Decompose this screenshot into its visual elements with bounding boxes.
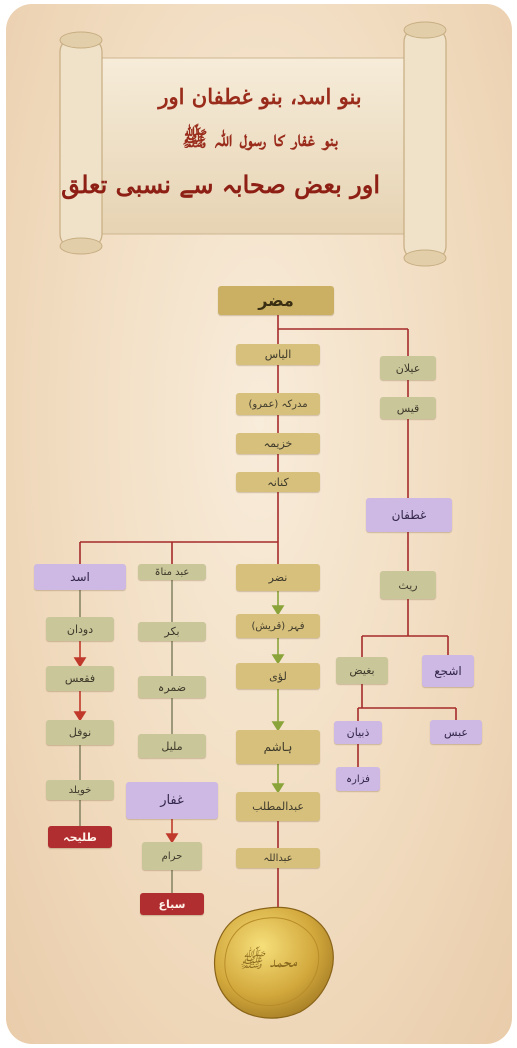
node-tulaiha: طلیحہ: [48, 826, 112, 848]
seal: [213, 906, 334, 1019]
node-rayth: ریث: [380, 571, 436, 599]
node-dhubyan: ذبیان: [334, 721, 382, 744]
node-abdullah: عبداللہ: [236, 848, 320, 868]
node-bakr: بکر: [138, 622, 206, 641]
title-line-1: بنو اسد، بنو غطفان اور: [158, 84, 362, 109]
node-abs: عبس: [430, 720, 482, 744]
node-nadr: نضر: [236, 564, 320, 591]
node-dudan: دودان: [46, 617, 114, 641]
node-fazara: فزارہ: [336, 767, 380, 791]
node-ilyas: الیاس: [236, 344, 320, 365]
node-luayy: لؤی: [236, 663, 320, 689]
node-asad: اسد: [34, 564, 126, 590]
node-ghatafan: غطفان: [366, 498, 452, 532]
title-scroll: [59, 21, 447, 267]
node-abdmanat: عبد مناۃ: [138, 564, 206, 580]
node-faqas: فقعس: [46, 666, 114, 691]
node-hashim: ہاشم: [236, 730, 320, 764]
node-aylan: عیلان: [380, 356, 436, 380]
node-damra: ضمرہ: [138, 676, 206, 698]
node-kinana: کنانہ: [236, 472, 320, 492]
node-mulail: ملیل: [138, 734, 206, 758]
node-mudrika: مدرکہ (عمرو): [236, 393, 320, 415]
node-mudar: مضر: [218, 286, 334, 315]
connector-lines: [79, 315, 457, 912]
title-line-3: اور بعض صحابہ سے نسبی تعلق: [61, 170, 380, 199]
node-ashja: اشجع: [422, 655, 474, 687]
node-qays: قیس: [380, 397, 436, 419]
node-khuzaima: خزیمہ: [236, 433, 320, 454]
seal-label: محمد ﷺ: [239, 948, 297, 972]
node-haram: حرام: [142, 842, 202, 870]
node-khuwailid: خویلد: [46, 780, 114, 800]
node-nawfal: نوفل: [46, 720, 114, 745]
node-fihr: فہر (قریش): [236, 614, 320, 638]
arrow-connectors: [73, 580, 285, 893]
title-line-2: بنو غفار کا رسول اللہ ﷺ: [182, 126, 338, 151]
node-siba: سباع: [140, 893, 204, 915]
node-abdulmuttalib: عبدالمطلب: [236, 792, 320, 821]
node-baghid: بغیض: [336, 657, 388, 684]
node-ghifar: غفار: [126, 782, 218, 819]
